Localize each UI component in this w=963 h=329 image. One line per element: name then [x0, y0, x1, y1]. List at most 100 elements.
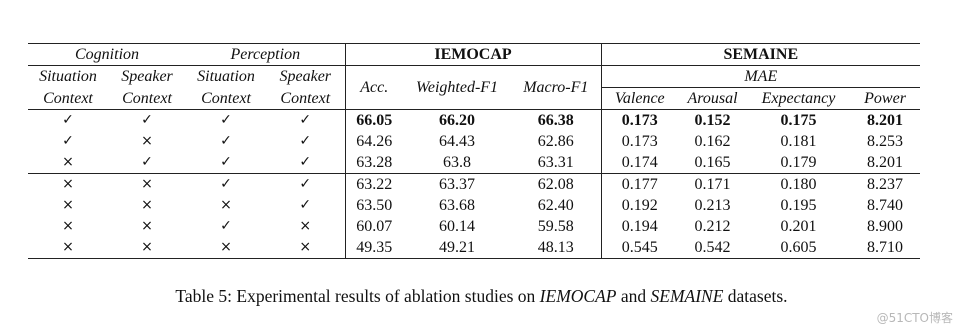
mark-cog-situation: ×	[28, 237, 108, 259]
cell-arousal: 0.165	[694, 154, 731, 171]
cell-weighted-f1: 60.14	[439, 218, 476, 235]
cell-power: 8.740	[867, 197, 904, 214]
mark-per-speaker: ✓	[299, 154, 312, 170]
table-row: × ✓ ✓ ✓ 63.28 63.8 63.31 0.174 0.165 0.1…	[28, 152, 920, 174]
cell-valence: 0.194	[600, 216, 679, 237]
ablation-table: Cognition Perception IEMOCAP SEMAINE Sit…	[28, 43, 921, 259]
cell-acc: 60.07	[344, 216, 404, 237]
cell-power: 8.710	[850, 237, 921, 259]
cell-acc: 66.05	[344, 109, 404, 131]
table-row: × × × ✓ 63.50 63.68 62.40 0.192 0.213 0.…	[28, 195, 920, 216]
header-acc: Acc.	[344, 65, 404, 110]
cell-valence: 0.173	[600, 109, 679, 131]
cell-arousal: 0.542	[678, 237, 748, 259]
cell-acc: 63.50	[344, 195, 404, 216]
cell-macro-f1: 59.58	[537, 218, 574, 235]
cell-weighted-f1: 66.20	[403, 109, 512, 131]
header-per-situation: Situation	[197, 68, 255, 86]
cell-weighted-f1: 63.37	[403, 173, 512, 195]
header-iemocap: IEMOCAP	[344, 43, 602, 66]
table-row: ✓ × ✓ ✓ 64.26 64.43 62.86 0.173 0.162 0.…	[28, 131, 920, 152]
cell-weighted-f1: 63.68	[439, 197, 476, 214]
cell-expectancy: 0.195	[780, 197, 817, 214]
cell-arousal: 0.213	[694, 197, 731, 214]
header-mae: MAE	[600, 65, 921, 88]
caption-prefix: Table 5: Experimental results of ablatio…	[175, 286, 540, 306]
cell-expectancy: 0.201	[780, 218, 817, 235]
mark-cog-situation: ✓	[62, 133, 74, 149]
mark-per-speaker: ✓	[299, 133, 312, 149]
header-cog-speaker: Speaker	[121, 68, 173, 86]
cell-arousal: 0.171	[678, 173, 748, 195]
cell-macro-f1: 48.13	[511, 237, 602, 259]
cell-macro-f1: 62.86	[537, 133, 574, 150]
mark-per-situation: ✓	[186, 173, 267, 195]
cell-expectancy: 0.175	[747, 109, 851, 131]
mark-cog-speaker: ×	[108, 237, 187, 259]
cell-arousal: 0.212	[694, 218, 731, 235]
mark-cog-situation: ×	[62, 197, 74, 213]
mark-cog-speaker: ✓	[141, 154, 153, 170]
cell-acc: 63.28	[344, 152, 404, 174]
watermark: @51CTO博客	[876, 311, 953, 325]
mark-per-situation: ×	[220, 197, 232, 213]
mark-per-situation: ×	[186, 237, 267, 259]
cell-valence: 0.545	[600, 237, 679, 259]
table-caption: Table 5: Experimental results of ablatio…	[0, 286, 963, 307]
cell-expectancy: 0.605	[747, 237, 851, 259]
mark-cog-situation: ✓	[28, 109, 108, 131]
mark-cog-speaker: ×	[141, 133, 153, 149]
mark-per-speaker: ×	[299, 218, 312, 234]
cell-power: 8.237	[850, 173, 921, 195]
header-semaine: SEMAINE	[600, 43, 921, 66]
header-context: Context	[201, 89, 251, 107]
cell-weighted-f1: 64.43	[439, 133, 476, 150]
mark-cog-speaker: ×	[141, 197, 153, 213]
header-arousal: Arousal	[687, 90, 738, 107]
header-context: Context	[122, 89, 172, 107]
cell-expectancy: 0.179	[780, 154, 817, 171]
cell-power: 8.253	[867, 133, 904, 150]
mark-per-situation: ✓	[220, 218, 232, 234]
header-context: Context	[280, 89, 331, 107]
cell-macro-f1: 62.08	[511, 173, 602, 195]
cell-power: 8.201	[867, 154, 904, 171]
mark-cog-speaker: ✓	[108, 109, 187, 131]
cell-power: 8.900	[867, 218, 904, 235]
mark-cog-situation: ×	[62, 154, 74, 170]
header-cognition: Cognition	[28, 43, 187, 66]
mark-per-speaker: ✓	[266, 173, 346, 195]
cell-weighted-f1: 63.8	[443, 154, 472, 171]
mark-per-speaker: ✓	[266, 109, 346, 131]
header-per-speaker: Speaker	[279, 68, 332, 86]
caption-suffix: datasets.	[723, 286, 788, 306]
header-expectancy: Expectancy	[761, 90, 836, 107]
table-row: × × ✓ ✓ 63.22 63.37 62.08 0.177 0.171 0.…	[28, 173, 921, 195]
header-cog-situation: Situation	[39, 68, 97, 86]
cell-arousal: 0.152	[678, 109, 748, 131]
header-macro-f1: Macro-F1	[523, 79, 589, 96]
caption-dataset-iemocap: IEMOCAP	[539, 286, 617, 306]
cell-arousal: 0.162	[694, 133, 731, 150]
cell-macro-f1: 62.40	[537, 197, 574, 214]
mark-per-speaker: ×	[266, 237, 346, 259]
mark-cog-speaker: ×	[108, 173, 187, 195]
table-row: × × ✓ × 60.07 60.14 59.58 0.194 0.212 0.…	[28, 216, 920, 237]
caption-mid: and	[616, 286, 651, 306]
mark-per-situation: ✓	[220, 133, 232, 149]
cell-acc: 64.26	[344, 131, 404, 152]
cell-expectancy: 0.180	[747, 173, 851, 195]
cell-valence: 0.177	[600, 173, 679, 195]
header-valence: Valence	[600, 87, 679, 110]
mark-per-situation: ✓	[220, 154, 232, 170]
mark-per-speaker: ✓	[299, 197, 312, 213]
cell-macro-f1: 63.31	[537, 154, 574, 171]
mark-cog-speaker: ×	[141, 218, 153, 234]
header-context: Context	[43, 89, 93, 107]
table-row: ✓ ✓ ✓ ✓ 66.05 66.20 66.38 0.173 0.152 0.…	[28, 109, 921, 131]
mark-cog-situation: ×	[28, 173, 108, 195]
cell-power: 8.201	[850, 109, 921, 131]
header-weighted-f1: Weighted-F1	[416, 79, 499, 96]
mark-cog-situation: ×	[62, 218, 74, 234]
cell-macro-f1: 66.38	[511, 109, 602, 131]
